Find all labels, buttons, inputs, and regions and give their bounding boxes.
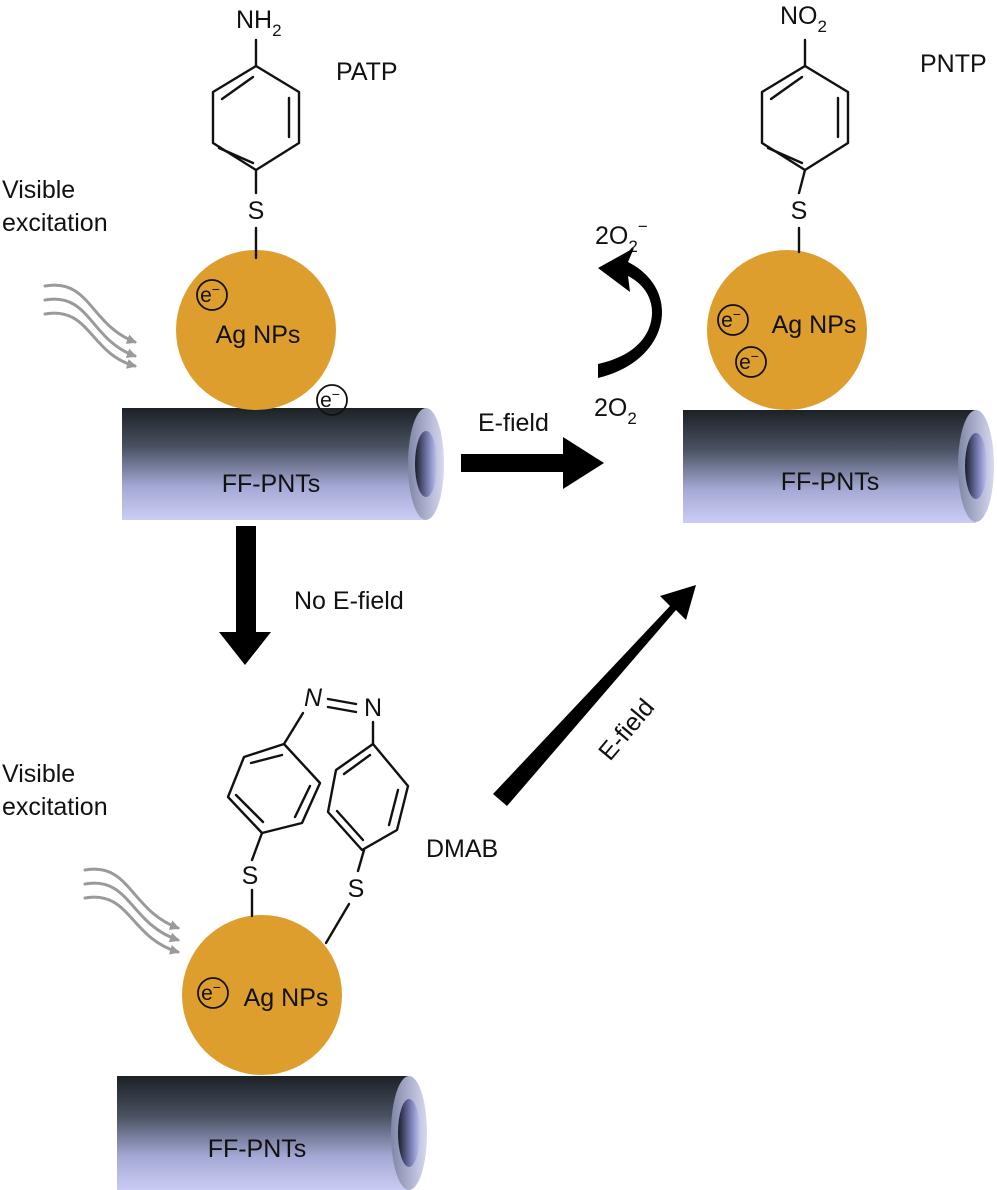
- efield-arrow-horizontal: E-field: [461, 409, 604, 489]
- no-efield-arrow: No E-field: [219, 526, 404, 665]
- pntp-label: PNTP: [920, 50, 987, 78]
- patp-label: PATP: [336, 58, 398, 86]
- dmab-assembly: FF-PNTs Ag NPs e− S S: [117, 684, 498, 1190]
- sulfur-label: S: [791, 197, 808, 225]
- electron-icon: e−: [316, 384, 348, 416]
- oxygen-label: 2O2: [594, 394, 637, 428]
- electron-icon: e−: [717, 304, 749, 336]
- no-efield-label: No E-field: [294, 587, 404, 615]
- oxygen-reduction: 2O2− 2O2: [594, 217, 662, 428]
- nanotube-top-right: FF-PNTs: [683, 410, 994, 523]
- light-waves-icon: [83, 867, 180, 955]
- silver-nanoparticle-top-right: Ag NPs: [707, 250, 867, 410]
- tube-label: FF-PNTs: [781, 468, 880, 496]
- svg-text:e−: e−: [739, 348, 759, 374]
- nitro-group-label: NO2: [780, 2, 827, 36]
- nitrogen-label: N: [364, 694, 382, 722]
- efield-label: E-field: [478, 409, 549, 437]
- sulfur-label: S: [242, 862, 259, 890]
- electron-icon: e−: [196, 279, 228, 311]
- nanoparticle-label: Ag NPs: [216, 321, 301, 349]
- efield-arrow-diagonal: E-field: [493, 585, 696, 806]
- sulfur-label: S: [248, 197, 265, 225]
- pntp-assembly: FF-PNTs Ag NPs e− e− S NO2 PNTP: [683, 2, 994, 523]
- benzene-ring-icon: [326, 742, 410, 852]
- electron-icon: e−: [735, 346, 767, 378]
- curved-arrow-icon: [598, 248, 662, 378]
- superoxide-label: 2O2−: [595, 217, 648, 256]
- nanotube-bottom: FF-PNTs: [117, 1076, 427, 1190]
- benzene-ring-icon: [211, 64, 301, 172]
- nanotube-top-left: FF-PNTs: [122, 408, 444, 520]
- sulfur-label: S: [348, 875, 365, 903]
- tube-label: FF-PNTs: [208, 1135, 307, 1163]
- light-waves-icon: [43, 283, 137, 369]
- svg-text:e−: e−: [320, 386, 340, 412]
- svg-text:e−: e−: [200, 281, 220, 307]
- silver-nanoparticle-bottom: Ag NPs: [182, 915, 342, 1075]
- silver-nanoparticle-top-left: Ag NPs: [176, 250, 336, 410]
- nanoparticle-label: Ag NPs: [772, 311, 857, 339]
- nanoparticle-label: Ag NPs: [244, 984, 329, 1012]
- dmab-label: DMAB: [426, 835, 498, 863]
- benzene-ring-icon: [760, 64, 850, 172]
- electron-icon: e−: [197, 977, 229, 1009]
- efield-label: E-field: [593, 694, 660, 766]
- tube-label: FF-PNTs: [222, 470, 321, 498]
- svg-text:e−: e−: [201, 979, 221, 1005]
- amine-group-label: NH2: [236, 6, 282, 40]
- svg-text:e−: e−: [721, 306, 741, 332]
- benzene-ring-icon: [226, 742, 322, 835]
- patp-assembly: FF-PNTs Ag NPs e− e− S NH2 PATP: [122, 6, 444, 520]
- nitrogen-label: N: [304, 684, 323, 712]
